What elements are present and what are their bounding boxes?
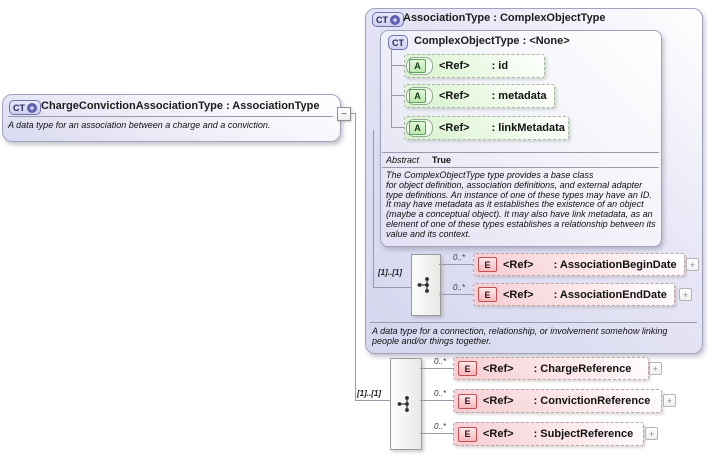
element-icon: E: [458, 426, 477, 442]
complex-object-description: The ComplexObjectType type provides a ba…: [386, 170, 656, 239]
left-box-title: ChargeConvictionAssociationType : Associ…: [41, 100, 320, 112]
occurrence-label: 0..*: [434, 357, 447, 366]
ct-badge-label: CT: [376, 14, 388, 25]
sequence-group[interactable]: [411, 254, 441, 316]
element-conviction-reference[interactable]: E <Ref> : ConvictionReference: [453, 389, 662, 413]
element-association-end-date[interactable]: E <Ref> : AssociationEndDate: [473, 283, 675, 306]
element-ref: <Ref>: [483, 428, 514, 440]
connector-line: [391, 95, 404, 96]
element-name: : SubjectReference: [533, 428, 634, 440]
connector-line: [420, 400, 453, 401]
connector-line: [391, 65, 404, 66]
sequence-icon: [417, 277, 429, 293]
attribute-icon: A: [409, 89, 426, 103]
element-name: : AssociationBeginDate: [553, 258, 677, 271]
element-ref: <Ref>: [503, 288, 534, 301]
complex-type-icon: CT: [388, 35, 408, 50]
attribute-link-metadata[interactable]: A <Ref> : linkMetadata: [404, 116, 569, 140]
plus-icon: +: [390, 14, 400, 25]
attribute-name: : linkMetadata: [491, 122, 565, 134]
element-ref: <Ref>: [503, 258, 534, 271]
connector-line: [420, 433, 453, 434]
attribute-ref: <Ref>: [439, 90, 470, 102]
attribute-ref: <Ref>: [439, 122, 470, 134]
divider: [382, 167, 659, 168]
connector-line: [391, 48, 392, 127]
element-association-begin-date[interactable]: E <Ref> : AssociationBeginDate: [473, 253, 685, 276]
ct-badge-label: CT: [392, 37, 404, 48]
connector-line: [420, 368, 453, 369]
attribute-name: : metadata: [491, 90, 547, 102]
expand-button[interactable]: +: [679, 288, 692, 301]
complex-type-icon: CT+: [9, 100, 41, 115]
association-box-title: AssociationType : ComplexObjectType: [403, 12, 606, 24]
facet-value: True: [432, 155, 452, 165]
element-name: : ConvictionReference: [533, 395, 651, 407]
cardinality-label: [1]..[1]: [378, 268, 402, 277]
attribute-icon: A: [409, 121, 426, 135]
association-box-description: A data type for a connection, relationsh…: [372, 326, 668, 346]
occurrence-label: 0..*: [453, 283, 466, 292]
connector-line: [439, 294, 473, 295]
element-name: : ChargeReference: [533, 362, 632, 375]
connector-line: [349, 113, 355, 114]
connector-line: [355, 400, 390, 401]
divider: [8, 116, 333, 117]
attribute-pill: A: [406, 119, 433, 137]
element-name: : AssociationEndDate: [553, 288, 667, 301]
attribute-pill: A: [406, 57, 433, 75]
connector-line: [355, 113, 356, 401]
collapse-button[interactable]: −: [337, 107, 351, 121]
attribute-icon: A: [409, 59, 426, 73]
sequence-group[interactable]: [390, 358, 422, 450]
left-box-description: A data type for an association between a…: [8, 120, 271, 130]
divider: [370, 322, 697, 323]
sequence-icon: [397, 396, 409, 412]
divider: [382, 152, 659, 153]
attribute-metadata[interactable]: A <Ref> : metadata: [404, 84, 555, 108]
complex-type-icon: CT+: [372, 12, 404, 27]
expand-button[interactable]: +: [649, 362, 662, 375]
expand-button[interactable]: +: [645, 427, 658, 440]
attribute-pill: A: [406, 87, 433, 105]
element-icon: E: [478, 287, 497, 302]
occurrence-label: 0..*: [434, 389, 447, 398]
element-icon: E: [478, 257, 497, 272]
attribute-id[interactable]: A <Ref> : id: [404, 54, 545, 78]
expand-button[interactable]: +: [686, 258, 699, 271]
element-icon: E: [458, 393, 477, 409]
charge-conviction-association-type-box[interactable]: [2, 94, 341, 142]
expand-button[interactable]: +: [663, 394, 676, 407]
cardinality-label: [1]..[1]: [357, 389, 381, 398]
element-icon: E: [458, 361, 477, 376]
attribute-ref: <Ref>: [439, 60, 470, 72]
occurrence-label: 0..*: [453, 253, 466, 262]
connector-line: [439, 264, 473, 265]
ct-badge-label: CT: [13, 102, 25, 113]
connector-line: [373, 130, 374, 288]
element-charge-reference[interactable]: E <Ref> : ChargeReference: [453, 357, 649, 380]
facet-label: Abstract: [386, 155, 420, 165]
element-ref: <Ref>: [483, 395, 514, 407]
element-subject-reference[interactable]: E <Ref> : SubjectReference: [453, 422, 644, 446]
complex-object-box-title: ComplexObjectType : <None>: [414, 35, 570, 47]
plus-icon: +: [27, 102, 37, 113]
element-ref: <Ref>: [483, 362, 514, 375]
connector-line: [391, 127, 404, 128]
attribute-name: : id: [491, 60, 509, 72]
occurrence-label: 0..*: [434, 422, 447, 431]
connector-line: [373, 287, 411, 288]
